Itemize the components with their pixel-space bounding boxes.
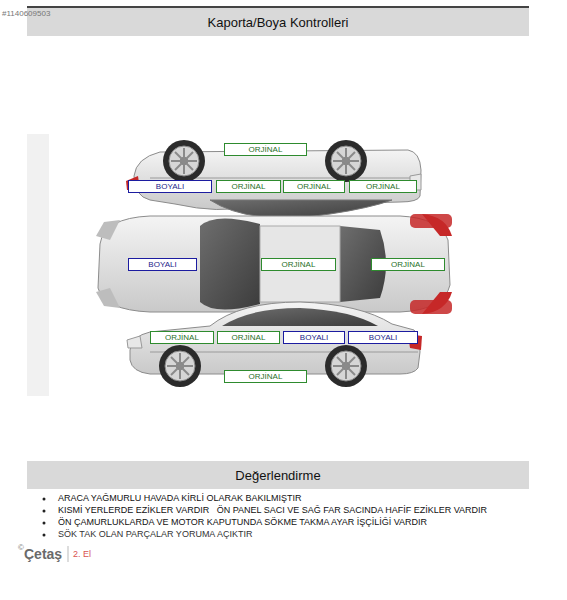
car-side-bottom (127, 302, 422, 387)
status-label: BOYALI (369, 334, 397, 342)
status-label: ORJİNAL (282, 261, 316, 269)
original-tag: ORJİNAL (150, 331, 214, 344)
car-side-top (126, 140, 421, 218)
painted-tag: BOYALI (348, 331, 418, 344)
status-label: ORJİNAL (297, 183, 331, 191)
original-tag: ORJİNAL (283, 180, 345, 193)
original-tag: ORJİNAL (349, 180, 417, 193)
bullet-dots (43, 498, 46, 537)
logo-divider (68, 546, 69, 562)
status-label: ORJİNAL (391, 261, 425, 269)
status-label: ORJİNAL (366, 183, 400, 191)
note-line: KISMİ YERLERDE EZİKLER VARDIR ÖN PANEL S… (58, 505, 487, 515)
painted-tag: BOYALI (283, 331, 345, 344)
status-label: ORJİNAL (232, 334, 266, 342)
band-heading: Değerlendirme (235, 468, 320, 483)
original-tag: ORJİNAL (224, 143, 307, 156)
painted-tag: BOYALI (128, 258, 197, 271)
original-tag: ORJİNAL (261, 258, 336, 271)
status-label: ORJİNAL (249, 146, 283, 154)
copyright-mark: © (18, 543, 24, 552)
brand-suffix: 2. El (73, 549, 91, 559)
status-label: BOYALI (156, 183, 184, 191)
painted-tag: BOYALI (128, 180, 212, 193)
title-band: Kaporta/Boya Kontrolleri (27, 8, 529, 36)
note-line: SÖK TAK OLAN PARÇALAR YORUMA AÇIKTIR (58, 529, 252, 539)
panel (27, 134, 49, 396)
evaluation-band: Değerlendirme (27, 461, 529, 489)
title-text: Kaporta/Boya Kontrolleri (208, 15, 349, 30)
brand-name: Çetaş (24, 546, 62, 562)
status-label: ORJİNAL (232, 183, 266, 191)
car-top-view (96, 214, 452, 314)
note-line: ARACA YAĞMURLU HAVADA KİRLİ OLARAK BAKIL… (58, 493, 301, 503)
status-label: ORJİNAL (249, 373, 283, 381)
original-tag: ORJİNAL (216, 180, 281, 193)
status-label: BOYALI (148, 261, 176, 269)
watermark-id: #1140609503 (2, 9, 50, 18)
status-label: BOYALI (300, 334, 328, 342)
original-tag: ORJİNAL (224, 370, 307, 383)
status-label: ORJİNAL (165, 334, 199, 342)
note-line: ÖN ÇAMURLUKLARDA VE MOTOR KAPUTUNDA SÖKM… (58, 517, 427, 527)
original-tag: ORJİNAL (217, 331, 280, 344)
original-tag: ORJİNAL (371, 258, 445, 271)
